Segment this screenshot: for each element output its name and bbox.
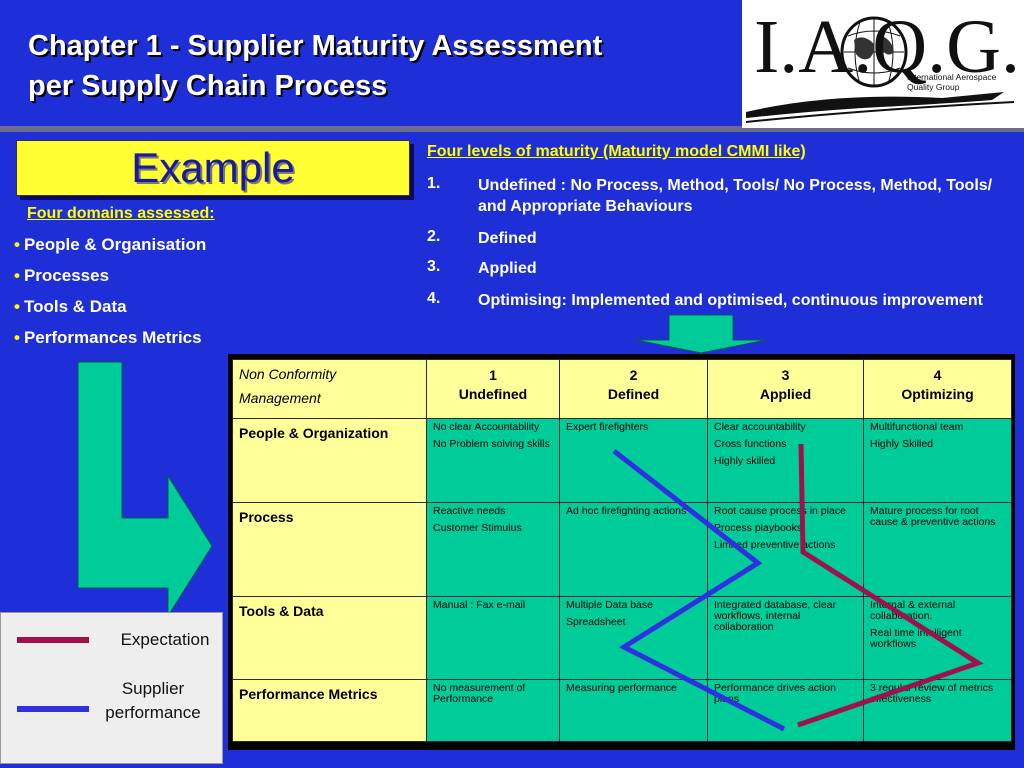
row-header-process: Process bbox=[232, 502, 427, 597]
table-row: People & Organization No clear Accountab… bbox=[232, 418, 1012, 503]
example-banner: Example bbox=[16, 140, 410, 196]
title-line-1: Chapter 1 - Supplier Maturity Assessment bbox=[28, 30, 603, 62]
legend: Expectation Supplier performance bbox=[0, 612, 223, 764]
bend-arrow-icon bbox=[77, 361, 213, 618]
list-item: •People & Organisation bbox=[14, 235, 207, 254]
domains-list: •People & Organisation •Processes •Tools… bbox=[14, 235, 206, 359]
table-cell: Internal & external collaboration.Real t… bbox=[863, 596, 1012, 680]
slide-title: Chapter 1 - Supplier Maturity Assessment… bbox=[28, 26, 728, 106]
iaqg-logo: I.A.Q.G. International Aerospace Quality… bbox=[742, 0, 1024, 128]
logo-subtitle-line-2: Quality Group bbox=[907, 82, 960, 92]
table-cell: Performance drives action plans bbox=[707, 679, 864, 742]
bullet-icon: • bbox=[14, 328, 20, 347]
table-cell: Ad hoc firefighting actions bbox=[559, 502, 708, 597]
table-row: Performance Metrics No measurement of Pe… bbox=[232, 679, 1012, 742]
logo-subtitle-line-1: International Aerospace bbox=[907, 72, 997, 82]
down-arrow-icon bbox=[635, 314, 767, 354]
table-cell: 3 regular review of metrics effectivenes… bbox=[863, 679, 1012, 742]
globe-airplane-icon bbox=[745, 16, 1015, 123]
table-cell: Expert firefighters bbox=[559, 418, 708, 503]
table-cell: Measuring performance bbox=[559, 679, 708, 742]
supplier-swatch bbox=[17, 706, 89, 712]
logo-subtitle: International Aerospace Quality Group bbox=[907, 72, 996, 92]
title-line-2: per Supply Chain Process bbox=[28, 70, 388, 102]
legend-supplier-label: Supplier performance bbox=[105, 679, 201, 722]
corner-header: Non Conformity Management bbox=[232, 359, 427, 419]
table-cell: Mature process for root cause & preventi… bbox=[863, 502, 1012, 597]
table-cell: Manual : Fax e-mail bbox=[426, 596, 560, 680]
bullet-icon: • bbox=[14, 297, 20, 316]
table-row: Tools & Data Manual : Fax e-mail Multipl… bbox=[232, 596, 1012, 680]
table-cell: Integrated database, clear workflows, in… bbox=[707, 596, 864, 680]
row-header-tools: Tools & Data bbox=[232, 596, 427, 680]
domains-heading: Four domains assessed: bbox=[27, 205, 215, 222]
list-item: •Performances Metrics bbox=[14, 328, 202, 347]
example-label: Example bbox=[131, 144, 295, 191]
bullet-icon: • bbox=[14, 266, 20, 285]
list-item: •Processes bbox=[14, 266, 110, 285]
row-header-metrics: Performance Metrics bbox=[232, 679, 427, 742]
table-cell: No measurement of Performance bbox=[426, 679, 560, 742]
row-header-people: People & Organization bbox=[232, 418, 427, 503]
expectation-swatch bbox=[17, 637, 89, 643]
bullet-icon: • bbox=[14, 235, 20, 254]
legend-expectation-label: Expectation bbox=[120, 630, 210, 649]
list-item: •Tools & Data bbox=[14, 297, 127, 316]
logo-letters: I.A.Q.G. bbox=[754, 5, 1020, 89]
levels-heading: Four levels of maturity (Maturity model … bbox=[427, 143, 806, 160]
title-divider bbox=[0, 126, 1024, 132]
